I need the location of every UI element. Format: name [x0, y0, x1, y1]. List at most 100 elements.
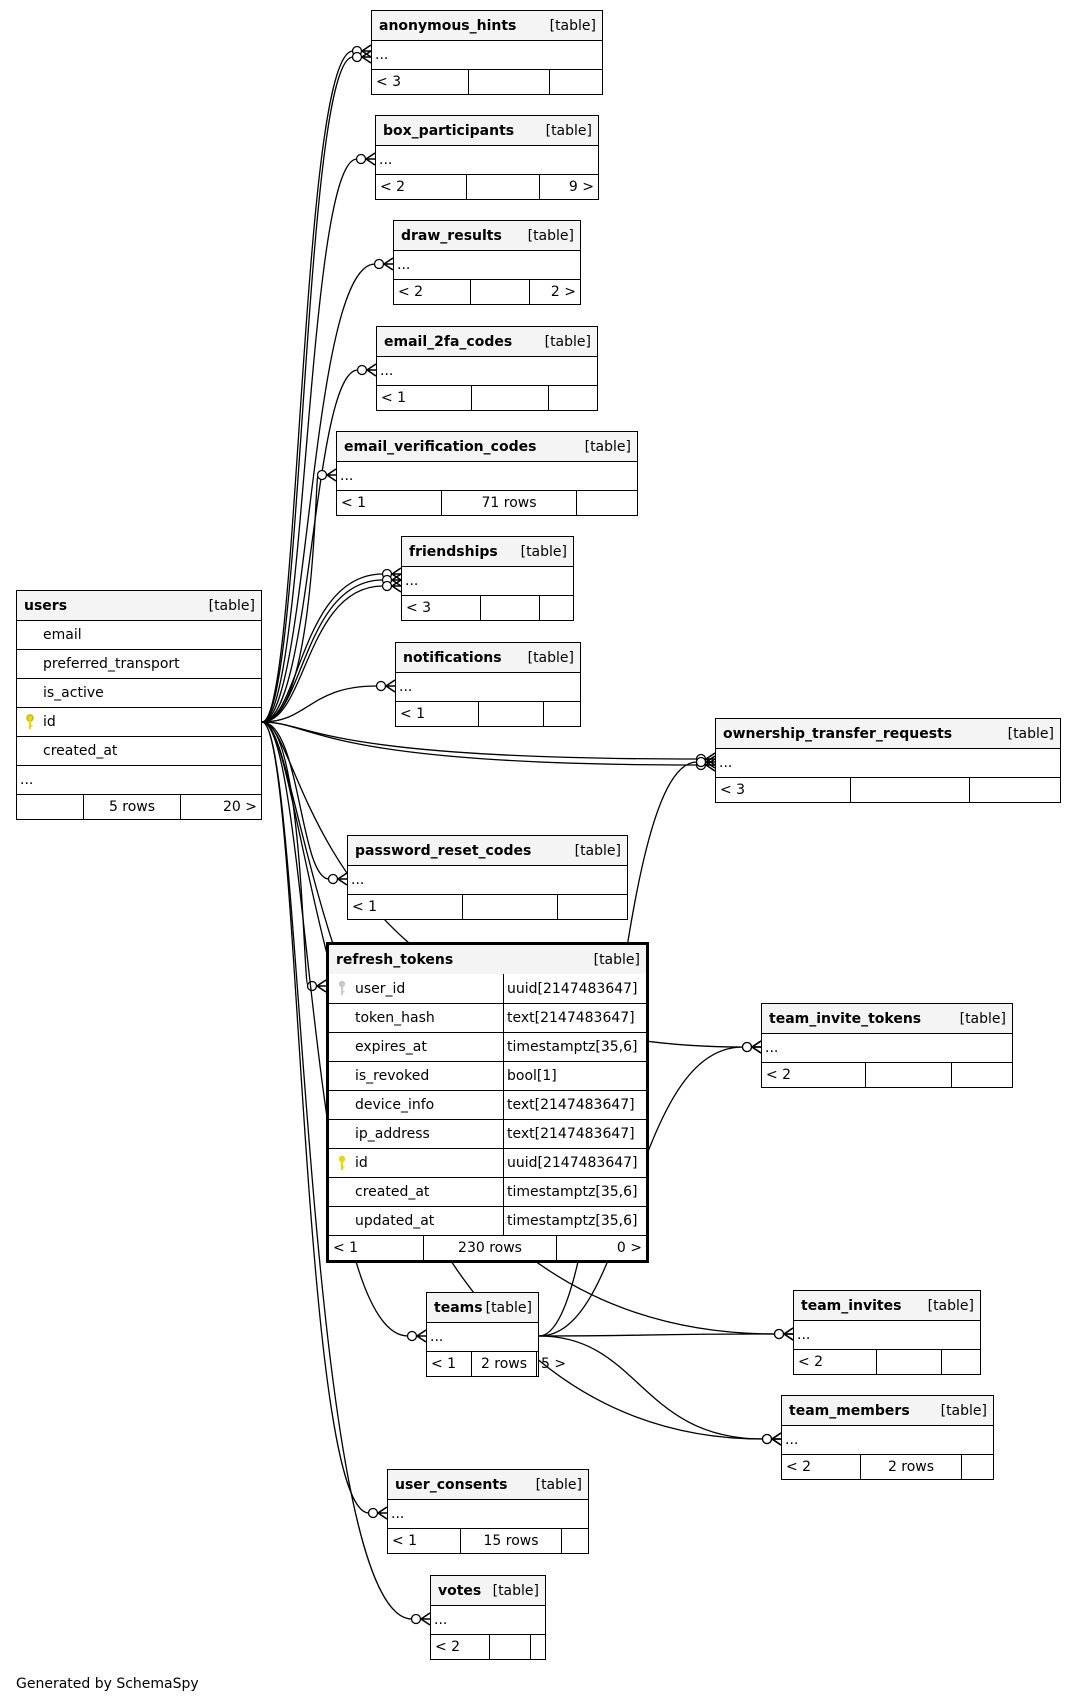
- children-count[interactable]: [549, 70, 602, 94]
- children-count[interactable]: [941, 1350, 980, 1374]
- column-row[interactable]: preferred_transport: [17, 649, 261, 678]
- children-count[interactable]: [530, 1635, 545, 1659]
- table-kind: [table]: [208, 597, 255, 614]
- children-count[interactable]: [557, 895, 627, 919]
- table-name: users: [24, 597, 68, 614]
- parents-count[interactable]: < 2: [798, 1354, 824, 1370]
- table-header[interactable]: refresh_tokens [table]: [329, 945, 646, 974]
- optional-marker-icon: [356, 364, 368, 376]
- primary-key-icon: [26, 714, 34, 729]
- table-stats: < 2 2 >: [394, 279, 580, 304]
- parents-count[interactable]: < 2: [435, 1639, 461, 1655]
- table-kind: [table]: [940, 1402, 987, 1419]
- table-header[interactable]: user_consents[table]: [388, 1470, 588, 1499]
- crows-foot-icon: [316, 979, 327, 993]
- table-header[interactable]: votes[table]: [431, 1576, 545, 1605]
- column-row[interactable]: created_at: [17, 736, 261, 765]
- children-count[interactable]: 5 >: [536, 1352, 570, 1376]
- table-header[interactable]: anonymous_hints[table]: [372, 11, 602, 40]
- more-columns: ...: [337, 461, 637, 490]
- children-count[interactable]: [951, 1063, 1012, 1087]
- table-notifications[interactable]: notifications[table]...< 1: [395, 642, 581, 727]
- children-count[interactable]: 2 >: [529, 280, 580, 304]
- column-row[interactable]: is_active: [17, 678, 261, 707]
- parents-count[interactable]: < 1: [352, 899, 378, 915]
- table-ownership-transfer-requests[interactable]: ownership_transfer_requests[table]... < 3: [715, 718, 1061, 803]
- optional-marker-icon: [381, 580, 393, 592]
- optional-marker-icon: [773, 1328, 785, 1340]
- parents-count[interactable]: < 3: [376, 74, 402, 90]
- table-header[interactable]: email_2fa_codes[table]: [377, 327, 597, 356]
- column-row[interactable]: email: [17, 620, 261, 649]
- children-count[interactable]: [969, 778, 1060, 802]
- parents-count[interactable]: < 2: [766, 1067, 792, 1083]
- parents-count[interactable]: < 3: [720, 782, 746, 798]
- table-header[interactable]: friendships[table]: [402, 537, 573, 566]
- parents-count: [17, 795, 83, 819]
- column-row-id[interactable]: id: [17, 707, 261, 736]
- table-header[interactable]: email_verification_codes[table]: [337, 432, 637, 461]
- parents-count[interactable]: < 2: [380, 179, 406, 195]
- table-header[interactable]: team_invite_tokens[table]: [762, 1004, 1012, 1033]
- children-count[interactable]: [561, 1529, 588, 1553]
- parents-count[interactable]: < 1: [341, 495, 367, 511]
- table-stats: < 2 9 >: [376, 174, 598, 199]
- table-header[interactable]: ownership_transfer_requests[table]: [716, 719, 1060, 748]
- children-count[interactable]: 20 >: [180, 795, 261, 819]
- children-count[interactable]: 9 >: [539, 175, 598, 199]
- table-email-2fa-codes[interactable]: email_2fa_codes[table]...< 1: [376, 326, 598, 411]
- table-header[interactable]: teams[table]: [427, 1293, 538, 1322]
- table-stats: < 2: [431, 1634, 545, 1659]
- table-header[interactable]: password_reset_codes[table]: [348, 836, 627, 865]
- table-header[interactable]: box_participants[table]: [376, 116, 598, 145]
- parents-count[interactable]: < 1: [333, 1240, 359, 1256]
- children-count[interactable]: [576, 491, 637, 515]
- more-columns: ...: [762, 1033, 1012, 1062]
- parents-count[interactable]: < 1: [400, 706, 426, 722]
- table-team-invites[interactable]: team_invites[table]...< 2: [793, 1290, 981, 1375]
- children-count[interactable]: [961, 1455, 993, 1479]
- parents-count[interactable]: < 2: [786, 1459, 812, 1475]
- table-password-reset-codes[interactable]: password_reset_codes[table]...< 1: [347, 835, 628, 920]
- table-users[interactable]: users [table] email preferred_transport …: [16, 590, 262, 820]
- table-team-invite-tokens[interactable]: team_invite_tokens[table]... < 2: [761, 1003, 1013, 1088]
- table-votes[interactable]: votes[table]...< 2: [430, 1575, 546, 1660]
- table-header[interactable]: notifications[table]: [396, 643, 580, 672]
- table-friendships[interactable]: friendships[table]...< 3: [401, 536, 574, 621]
- parents-count[interactable]: < 3: [406, 600, 432, 616]
- column-type: timestamptz[35,6]: [507, 1039, 638, 1055]
- children-count[interactable]: [543, 702, 580, 726]
- table-header[interactable]: team_members[table]: [782, 1396, 993, 1425]
- table-name: email_verification_codes: [344, 438, 537, 455]
- table-header[interactable]: draw_results[table]: [394, 221, 580, 250]
- children-count[interactable]: [548, 386, 597, 410]
- more-columns: ...: [716, 748, 1060, 777]
- table-anonymous-hints[interactable]: anonymous_hints[table]...< 3: [371, 10, 603, 95]
- parents-count[interactable]: < 2: [398, 284, 424, 300]
- parents-count[interactable]: < 1: [392, 1533, 418, 1549]
- parents-count[interactable]: < 1: [381, 390, 407, 406]
- table-stats: < 2: [762, 1062, 1012, 1087]
- optional-marker-icon: [761, 1433, 773, 1445]
- row-count: [470, 280, 529, 304]
- table-header[interactable]: users [table]: [17, 591, 261, 620]
- table-header[interactable]: team_invites[table]: [794, 1291, 980, 1320]
- parents-count[interactable]: < 1: [431, 1356, 457, 1372]
- children-count[interactable]: [539, 596, 573, 620]
